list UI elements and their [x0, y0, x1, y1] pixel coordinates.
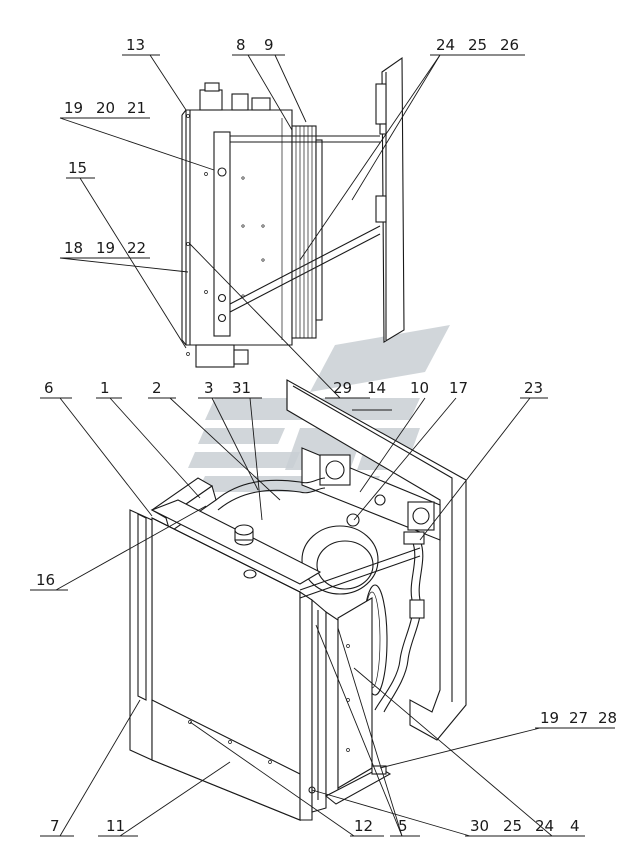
callout-labels: 13 8 9 24 25 26 19 20 21 15 18 19 22 29 … [36, 36, 617, 835]
callout-23: 23 [524, 379, 543, 397]
callout-19: 19 [64, 99, 83, 117]
callout-9: 9 [264, 36, 274, 54]
callout-14: 14 [367, 379, 386, 397]
callout-26: 26 [500, 36, 519, 54]
callout-27: 27 [569, 709, 588, 727]
callout-13: 13 [126, 36, 145, 54]
isometric-view [129, 379, 467, 821]
callout-21: 21 [127, 99, 146, 117]
callout-19: 19 [540, 709, 559, 727]
callout-22: 22 [127, 239, 146, 257]
callout-25: 25 [503, 817, 522, 835]
callout-12: 12 [354, 817, 373, 835]
callout-7: 7 [50, 817, 60, 835]
callout-1: 1 [100, 379, 110, 397]
callout-25: 25 [468, 36, 487, 54]
callout-11: 11 [106, 817, 125, 835]
callout-8: 8 [236, 36, 246, 54]
callout-5: 5 [398, 817, 408, 835]
callout-16: 16 [36, 571, 55, 589]
callout-20: 20 [96, 99, 115, 117]
callout-3: 3 [204, 379, 214, 397]
callout-30: 30 [470, 817, 489, 835]
leader-lines [30, 54, 615, 837]
side-view [181, 56, 405, 368]
callout-29: 29 [333, 379, 352, 397]
callout-18: 18 [64, 239, 83, 257]
callout-6: 6 [44, 379, 54, 397]
callout-10: 10 [410, 379, 429, 397]
callout-24: 24 [436, 36, 455, 54]
callout-4: 4 [570, 817, 580, 835]
callout-17: 17 [449, 379, 468, 397]
callout-24: 24 [535, 817, 554, 835]
callout-2: 2 [152, 379, 162, 397]
callout-15: 15 [68, 159, 87, 177]
callout-19: 19 [96, 239, 115, 257]
callout-28: 28 [598, 709, 617, 727]
callout-31: 31 [232, 379, 251, 397]
